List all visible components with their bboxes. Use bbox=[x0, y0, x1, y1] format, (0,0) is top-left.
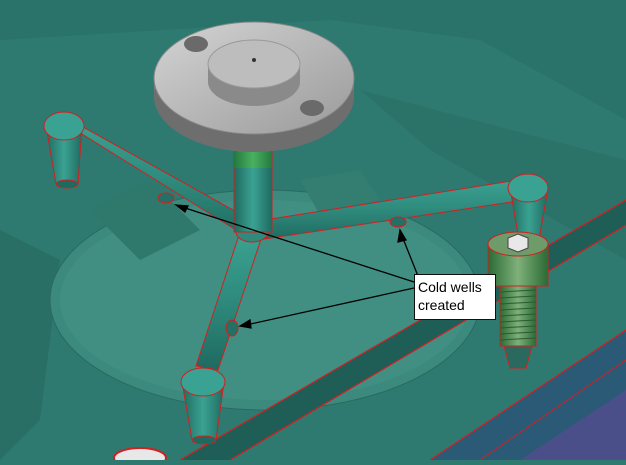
partial-screw-head bbox=[113, 447, 167, 465]
cold-well-left bbox=[157, 192, 175, 204]
arrow-to-cold-well-left bbox=[181, 206, 415, 283]
sprue-hole bbox=[252, 58, 256, 62]
cavity-shadow-2 bbox=[300, 170, 380, 215]
annotation-arrows bbox=[173, 204, 419, 329]
bushing-bolt-hole-1 bbox=[184, 36, 208, 52]
drop-cone-bottom-tip bbox=[191, 435, 217, 445]
cold-wells-callout: Cold wells created bbox=[414, 274, 496, 320]
cap-screw bbox=[487, 231, 549, 369]
drop-cone-left-tip bbox=[55, 179, 79, 189]
cavity-inner bbox=[60, 200, 470, 400]
hex-socket-icon bbox=[507, 233, 529, 253]
drop-cone-bottom-top bbox=[180, 367, 226, 397]
arrowhead-left bbox=[173, 204, 190, 213]
background-shade-left bbox=[0, 230, 60, 460]
callout-line-2: created bbox=[418, 297, 465, 313]
arrowhead-bottom bbox=[238, 318, 252, 329]
arrow-to-cold-well-right bbox=[401, 235, 419, 277]
cold-well-right bbox=[389, 216, 407, 228]
sprue-bushing bbox=[153, 21, 355, 152]
bushing-boss-top bbox=[207, 39, 301, 89]
background-shade-right bbox=[360, 90, 626, 260]
callout-line-1: Cold wells bbox=[418, 279, 482, 295]
bushing-bolt-hole-2 bbox=[300, 100, 324, 116]
thread-lines bbox=[499, 289, 537, 341]
cold-well-bottom bbox=[225, 319, 239, 337]
drop-cone-left-top bbox=[43, 111, 85, 141]
arrowhead-right bbox=[397, 228, 408, 243]
plate-edge-line-4 bbox=[479, 359, 626, 461]
screw-hole-below bbox=[503, 345, 533, 369]
plate-corner-purple bbox=[520, 390, 626, 460]
drop-cone-right-top bbox=[507, 173, 549, 203]
runner-system bbox=[43, 111, 549, 445]
plate-edge-line-2 bbox=[229, 224, 626, 461]
arrow-to-cold-well-bottom bbox=[245, 287, 415, 326]
plate-edge-line-3 bbox=[429, 329, 626, 461]
plate-edge-line-1 bbox=[179, 199, 626, 461]
background-shade-top bbox=[0, 0, 626, 120]
cavity-shadow bbox=[90, 180, 200, 260]
